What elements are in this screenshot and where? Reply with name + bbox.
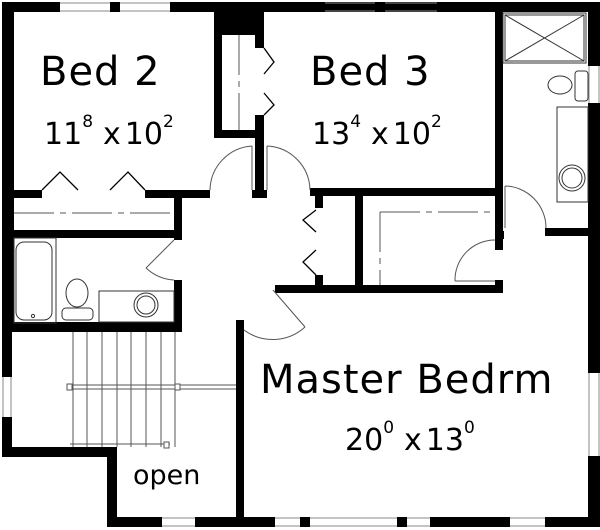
width-inches: 8 — [82, 112, 94, 132]
room-label-master-bedroom: Master Bedrm — [260, 357, 554, 403]
width-inches: 4 — [350, 112, 362, 132]
depth-feet: 13 — [425, 423, 464, 458]
width-feet: 20 — [345, 423, 384, 458]
stairs — [66, 332, 236, 449]
width-feet: 11 — [44, 117, 83, 152]
width-inches: 0 — [383, 418, 395, 438]
depth-feet: 10 — [392, 117, 431, 152]
dimension-separator: x — [371, 117, 389, 152]
room-label-open: open — [133, 460, 201, 491]
depth-inches: 2 — [430, 112, 442, 132]
width-feet: 13 — [312, 117, 351, 152]
dimension-separator: x — [103, 117, 121, 152]
door-swings — [145, 145, 547, 340]
bifold-doors — [41, 47, 317, 276]
fixtures — [13, 12, 589, 324]
closet-rods — [14, 35, 495, 285]
dimension-separator: x — [404, 423, 422, 458]
depth-inches: 0 — [463, 418, 475, 438]
room-label-bed2: Bed 2 — [40, 49, 161, 95]
depth-feet: 10 — [124, 117, 163, 152]
room-label-bed3: Bed 3 — [310, 49, 431, 95]
depth-inches: 2 — [162, 112, 174, 132]
interior-walls — [12, 10, 600, 525]
